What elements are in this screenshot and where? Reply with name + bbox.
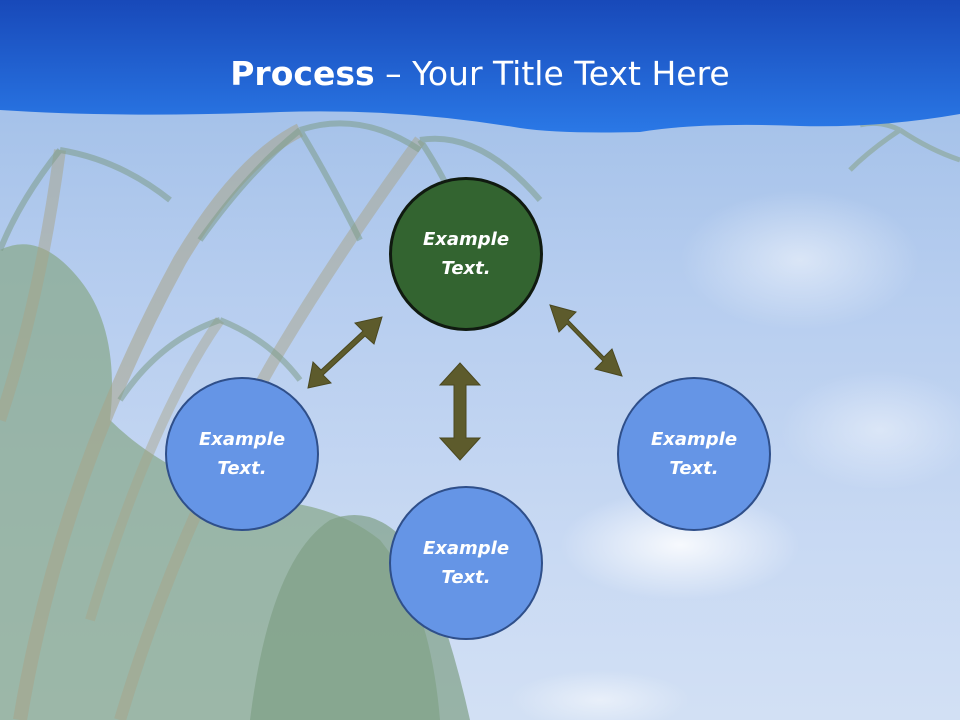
header-band [0, 0, 960, 133]
node-bottom-line2: Text. [441, 567, 491, 588]
title-rest: – Your Title Text Here [374, 54, 730, 93]
node-left-line2: Text. [217, 458, 267, 479]
node-left-line1: Example [198, 429, 286, 450]
node-right-line2: Text. [669, 458, 719, 479]
double-arrow-top-right [549, 304, 623, 377]
node-top-line1: Example [422, 229, 510, 250]
double-arrow-top-left [307, 316, 383, 389]
node-top-line2: Text. [441, 258, 491, 279]
title-bold: Process [230, 54, 375, 93]
node-bottom-line1: Example [422, 538, 510, 559]
node-bottom[interactable]: Example Text. [389, 486, 543, 640]
node-left[interactable]: Example Text. [165, 377, 319, 531]
node-right-line1: Example [650, 429, 738, 450]
double-arrow-vertical [438, 362, 482, 461]
slide-title: Process – Your Title Text Here [0, 52, 960, 96]
node-top[interactable]: Example Text. [389, 177, 543, 331]
node-right[interactable]: Example Text. [617, 377, 771, 531]
